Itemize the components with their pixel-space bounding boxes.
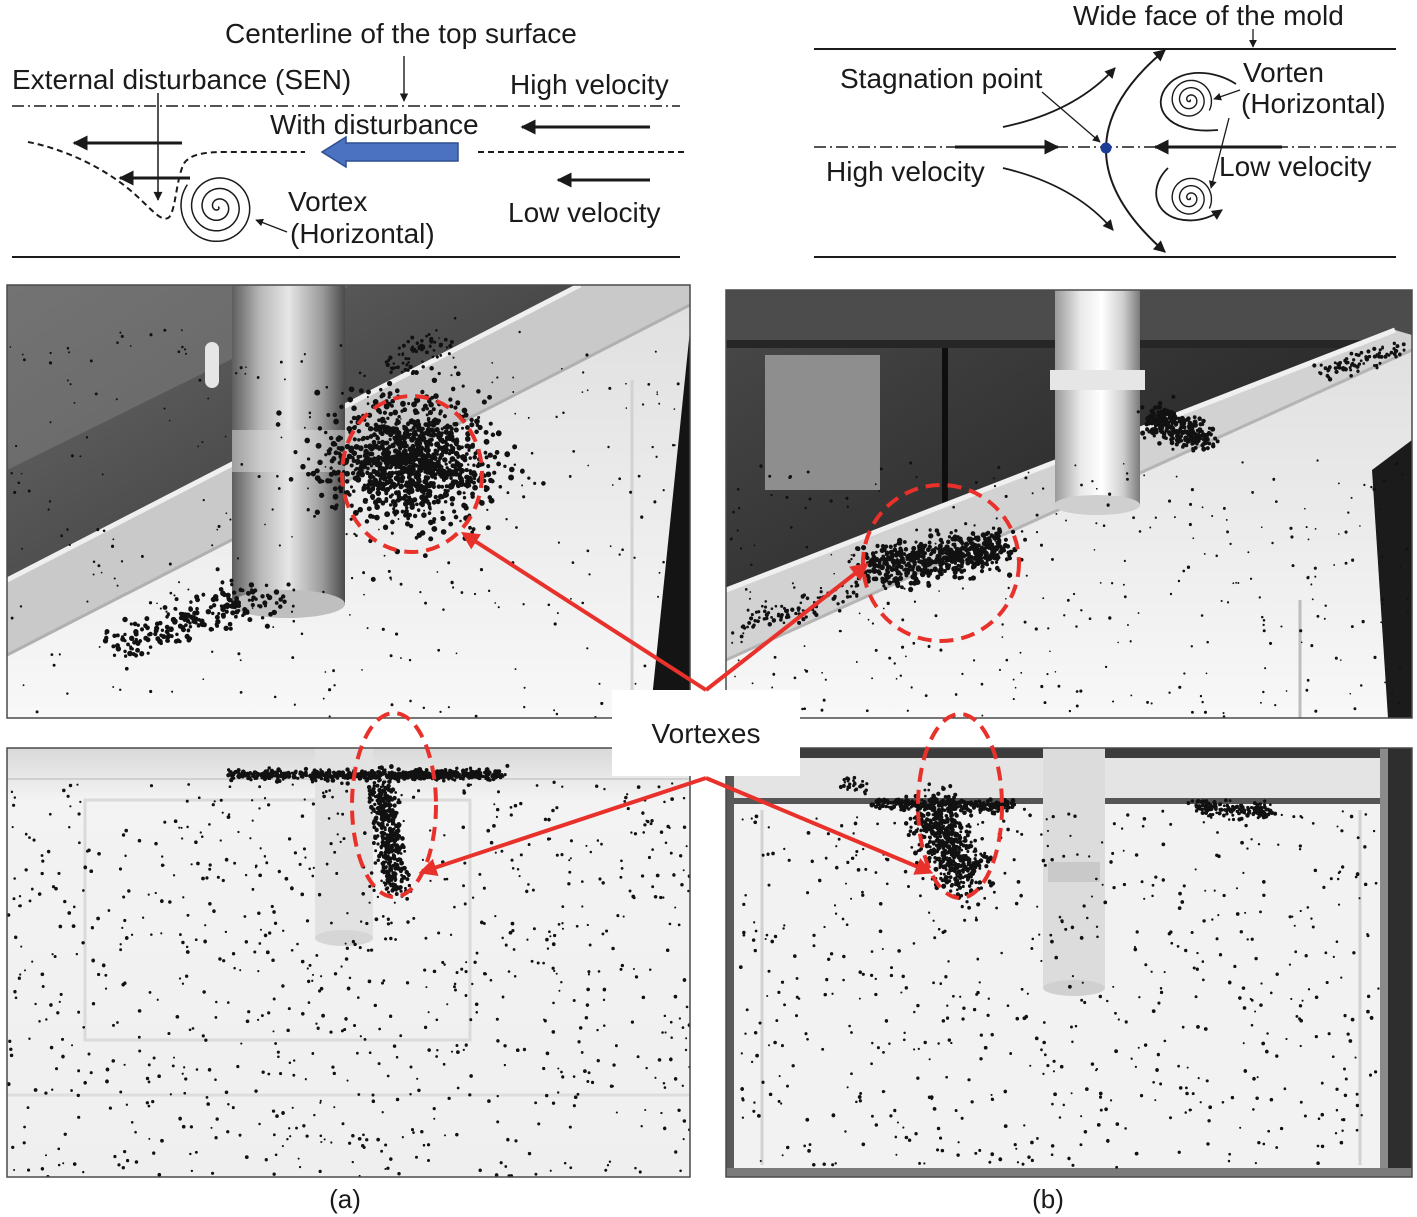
reflection-highlight bbox=[205, 342, 219, 388]
with-disturbance-label: With disturbance bbox=[270, 109, 479, 140]
vortex-highlight-ellipse bbox=[350, 711, 438, 899]
sen-band bbox=[232, 430, 345, 472]
sen-bottom bbox=[315, 930, 373, 946]
lower-vortex-circulation bbox=[1155, 167, 1223, 222]
right-frame bbox=[1388, 748, 1412, 1177]
stagnation-point-dot bbox=[1100, 142, 1112, 154]
photo-frame bbox=[725, 289, 1413, 719]
schematic-b: Wide face of the mold Stagnation point V… bbox=[814, 0, 1396, 258]
tracer-particles bbox=[7, 763, 690, 1177]
photo-frame bbox=[6, 284, 691, 719]
sen-bottom bbox=[1043, 980, 1105, 996]
callout-arrow bbox=[418, 776, 707, 877]
callout-box bbox=[612, 690, 800, 776]
wide-face-label: Wide face of the mold bbox=[1073, 0, 1344, 31]
vortex-highlight-ellipse bbox=[340, 394, 484, 554]
sen-port bbox=[1048, 862, 1100, 882]
lower-vortex-spiral bbox=[1171, 177, 1213, 215]
callout-label: Vortexes bbox=[652, 718, 761, 749]
upper-vortex-pointer bbox=[1213, 89, 1241, 101]
disturbance-flow-arrow bbox=[320, 135, 459, 169]
caption-b: (b) bbox=[1032, 1184, 1064, 1214]
sen-bottom bbox=[231, 590, 345, 618]
sen-flange bbox=[1050, 370, 1145, 390]
vortex-label: Vortex bbox=[288, 186, 367, 217]
concrete-pillar bbox=[765, 355, 880, 490]
vortex-orientation-label: (Horizontal) bbox=[1241, 88, 1386, 119]
callout-arrow bbox=[705, 776, 934, 875]
centerline-label: Centerline of the top surface bbox=[225, 18, 577, 49]
background-wedge bbox=[650, 330, 690, 718]
vortex-pointer bbox=[255, 218, 288, 233]
external-disturbance-label: External disturbance (SEN) bbox=[12, 64, 351, 95]
vortex-spiral bbox=[180, 177, 251, 243]
caption-a: (a) bbox=[329, 1184, 361, 1214]
callout-arrow bbox=[460, 532, 708, 692]
photo-a-front-view bbox=[7, 748, 690, 1177]
right-frame-highlight bbox=[1380, 748, 1388, 1177]
left-frame bbox=[726, 748, 734, 1177]
high-velocity-label: High velocity bbox=[826, 156, 985, 187]
meniscus-arc bbox=[1105, 49, 1166, 253]
vortex-highlight-ellipse bbox=[916, 712, 1004, 900]
lower-vortex-pointer bbox=[1208, 117, 1230, 189]
sen-bottom bbox=[1054, 495, 1140, 515]
photo-frame bbox=[725, 747, 1413, 1178]
mold-top-surface bbox=[7, 285, 690, 655]
mold-wide-face bbox=[726, 345, 1412, 718]
photo-b-top-view bbox=[726, 290, 1412, 718]
vortex-label: Vorten bbox=[1243, 57, 1324, 88]
high-velocity-label: High velocity bbox=[510, 69, 669, 100]
schematic-a: Centerline of the top surface External d… bbox=[12, 18, 688, 258]
sen-nozzle bbox=[1055, 290, 1140, 505]
disturbed-interface-curve bbox=[27, 141, 305, 220]
mold-wide-face bbox=[7, 305, 690, 718]
photo-b-front-view bbox=[726, 748, 1412, 1177]
stagnation-point-label: Stagnation point bbox=[840, 63, 1043, 94]
tracer-particles bbox=[9, 316, 690, 718]
bottom-frame bbox=[726, 1168, 1412, 1177]
vortex-orientation-label: (Horizontal) bbox=[290, 218, 435, 249]
upper-vortex-spiral bbox=[1171, 79, 1213, 117]
mold-inner-outline bbox=[83, 798, 472, 1042]
low-velocity-label: Low velocity bbox=[508, 197, 661, 228]
background-wedge bbox=[1372, 440, 1412, 718]
stagnation-pointer bbox=[1041, 91, 1101, 143]
photo-a-top-view bbox=[7, 285, 690, 718]
upper-vortex-circulation bbox=[1159, 72, 1237, 132]
upward-flow-arrow bbox=[1002, 67, 1116, 128]
callout-arrow bbox=[704, 562, 869, 692]
low-velocity-label: Low velocity bbox=[1219, 151, 1372, 182]
photo-frame bbox=[6, 747, 691, 1178]
downward-flow-arrow bbox=[1002, 167, 1114, 231]
vortex-annotations: Vortexes bbox=[340, 394, 1021, 900]
